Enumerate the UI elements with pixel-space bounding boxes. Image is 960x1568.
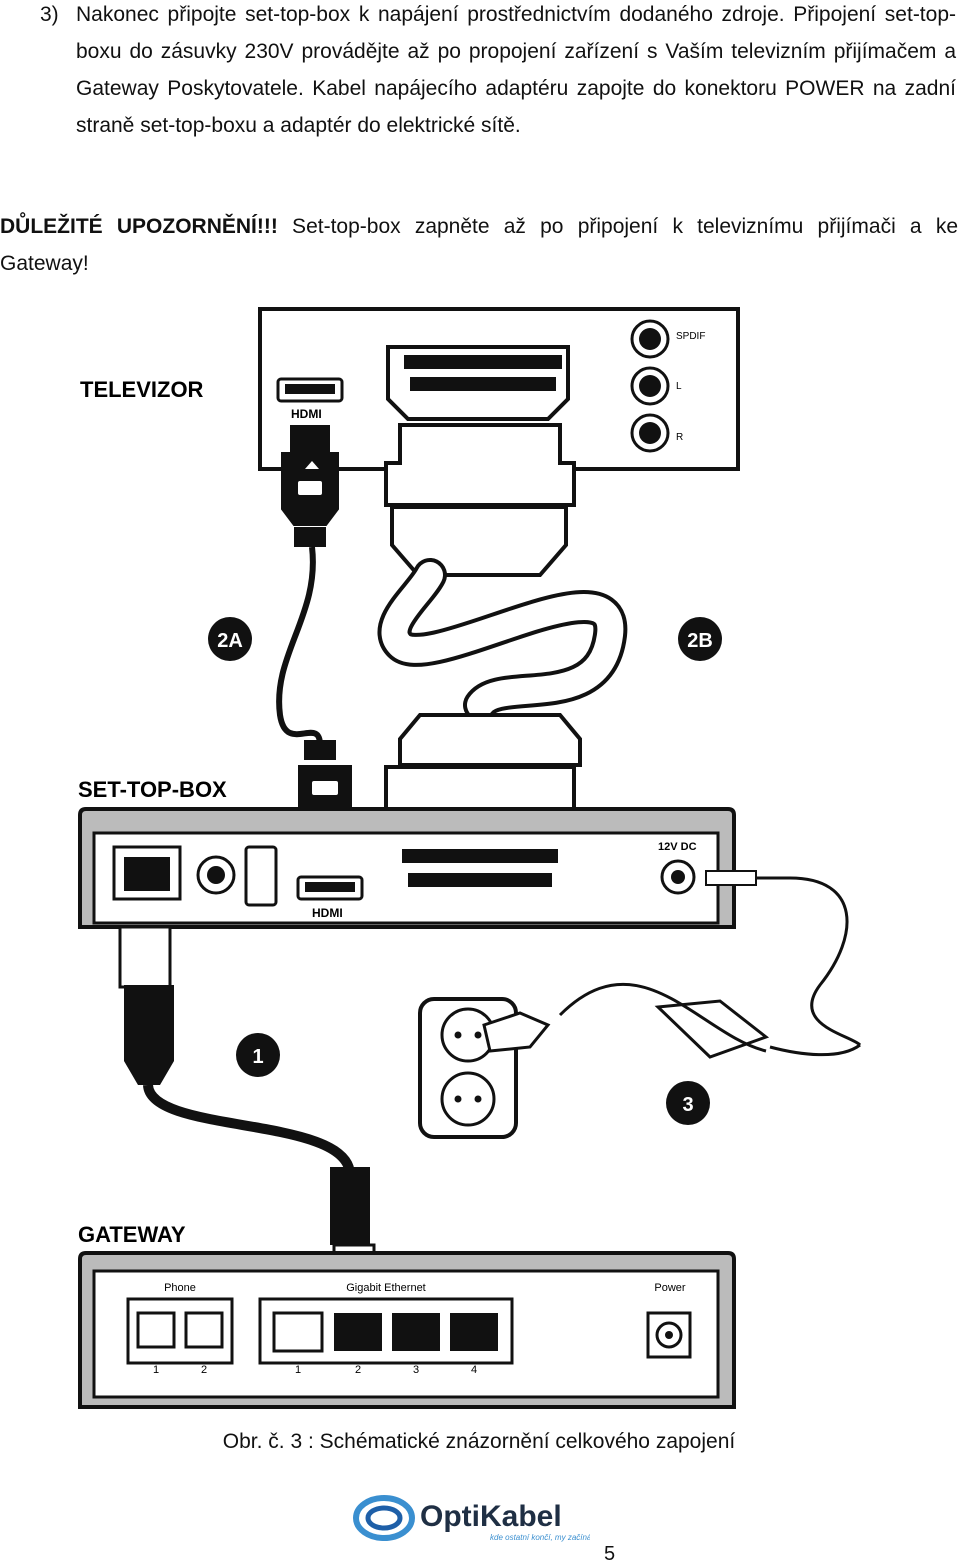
gw-eth-port-4 [450, 1313, 498, 1351]
gw-eth-port-num-2: 2 [355, 1364, 361, 1376]
wall-socket [418, 997, 551, 1139]
stb-label: SET-TOP-BOX [78, 777, 227, 802]
tv-label: TELEVIZOR [80, 377, 204, 402]
optikabel-logo: OptiKabel kde ostatní končí, my začínáme [353, 1495, 590, 1542]
gateway-panel: Phone Gigabit Ethernet Power 1 2 1 2 3 4 [78, 1251, 736, 1409]
badge-1: 1 [236, 1033, 280, 1077]
gw-eth-port-num-3: 3 [413, 1364, 419, 1376]
warning-paragraph: DŮLEŽITÉ UPOZORNĚNÍ!!! Set-top-box zapně… [0, 208, 958, 282]
stb-hdmi-label: HDMI [312, 906, 343, 920]
gw-phone-label: Phone [164, 1282, 196, 1294]
tv-audio-jacks [630, 319, 670, 453]
svg-text:3: 3 [682, 1094, 693, 1116]
scart-cable [377, 423, 628, 841]
gw-phone-port-2 [184, 1311, 224, 1349]
tv-l-label: L [676, 381, 682, 392]
step-text: Nakonec připojte set-top-box k napájení … [76, 3, 956, 137]
connection-diagram: HDMI SPDIF L R TELEVIZOR [78, 307, 862, 1409]
tv-spdif-label: SPDIF [676, 331, 705, 342]
warning-text: Set-top-box zapněte až po připojení k te… [0, 215, 958, 275]
stb-power-label: 12V DC [658, 841, 697, 853]
figure-caption: Obr. č. 3 : Schématické znázornění celko… [222, 1430, 736, 1453]
gw-power-label: Power [654, 1282, 686, 1294]
stb-panel: HDMI 12V DC [78, 807, 736, 929]
badge-3: 3 [666, 1081, 710, 1125]
gateway-label: GATEWAY [78, 1222, 186, 1247]
gw-phone-port-1 [136, 1311, 176, 1349]
badge-2a: 2A [208, 617, 252, 661]
gw-phone-port-num-1: 1 [153, 1364, 159, 1376]
hdmi-cable [276, 425, 352, 861]
svg-text:1: 1 [252, 1046, 263, 1068]
svg-text:2B: 2B [687, 630, 713, 652]
gw-eth-port-1 [272, 1311, 324, 1353]
gw-ethernet-label: Gigabit Ethernet [346, 1282, 426, 1294]
tv-r-label: R [676, 432, 683, 443]
svg-text:2A: 2A [217, 630, 243, 652]
gw-phone-port-num-2: 2 [201, 1364, 207, 1376]
power-adapter [558, 870, 862, 1059]
logo-name: OptiKabel [420, 1500, 562, 1533]
warning-label: DŮLEŽITÉ UPOZORNĚNÍ!!! [0, 215, 278, 238]
stb-usb-port [244, 845, 278, 907]
gw-eth-port-num-4: 4 [471, 1364, 477, 1376]
logo-tagline: kde ostatní končí, my začínáme [490, 1533, 590, 1542]
step-number: 3) [40, 3, 59, 26]
page-number: 5 [604, 1543, 616, 1565]
badge-2b: 2B [678, 617, 722, 661]
gw-eth-port-2 [334, 1313, 382, 1351]
gw-eth-port-num-1: 1 [295, 1364, 301, 1376]
tv-hdmi-label: HDMI [291, 407, 322, 421]
gw-eth-port-3 [392, 1313, 440, 1351]
